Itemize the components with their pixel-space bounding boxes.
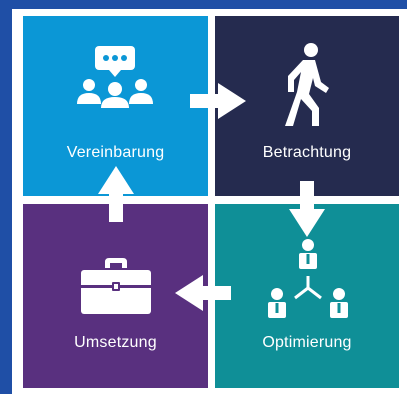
arrow-up [98,166,134,222]
tile-label-betrachtung: Betrachtung [262,144,352,161]
arrow-left [175,275,231,311]
tile-vereinbarung: Vereinbarung [23,16,208,196]
team-hierarchy-icon [268,239,348,318]
meeting-chat-icon [77,46,153,108]
walking-person-icon [285,43,329,126]
briefcase-icon [81,258,151,314]
arrow-down [289,181,325,237]
tile-umsetzung: Umsetzung [23,204,208,388]
tile-betrachtung: Betrachtung [215,16,399,196]
arrow-right [190,83,246,119]
tile-label-umsetzung: Umsetzung [74,334,157,351]
tile-optimierung: Optimierung [215,204,399,388]
tile-label-vereinbarung: Vereinbarung [66,144,165,161]
tile-label-optimierung: Optimierung [262,334,352,351]
